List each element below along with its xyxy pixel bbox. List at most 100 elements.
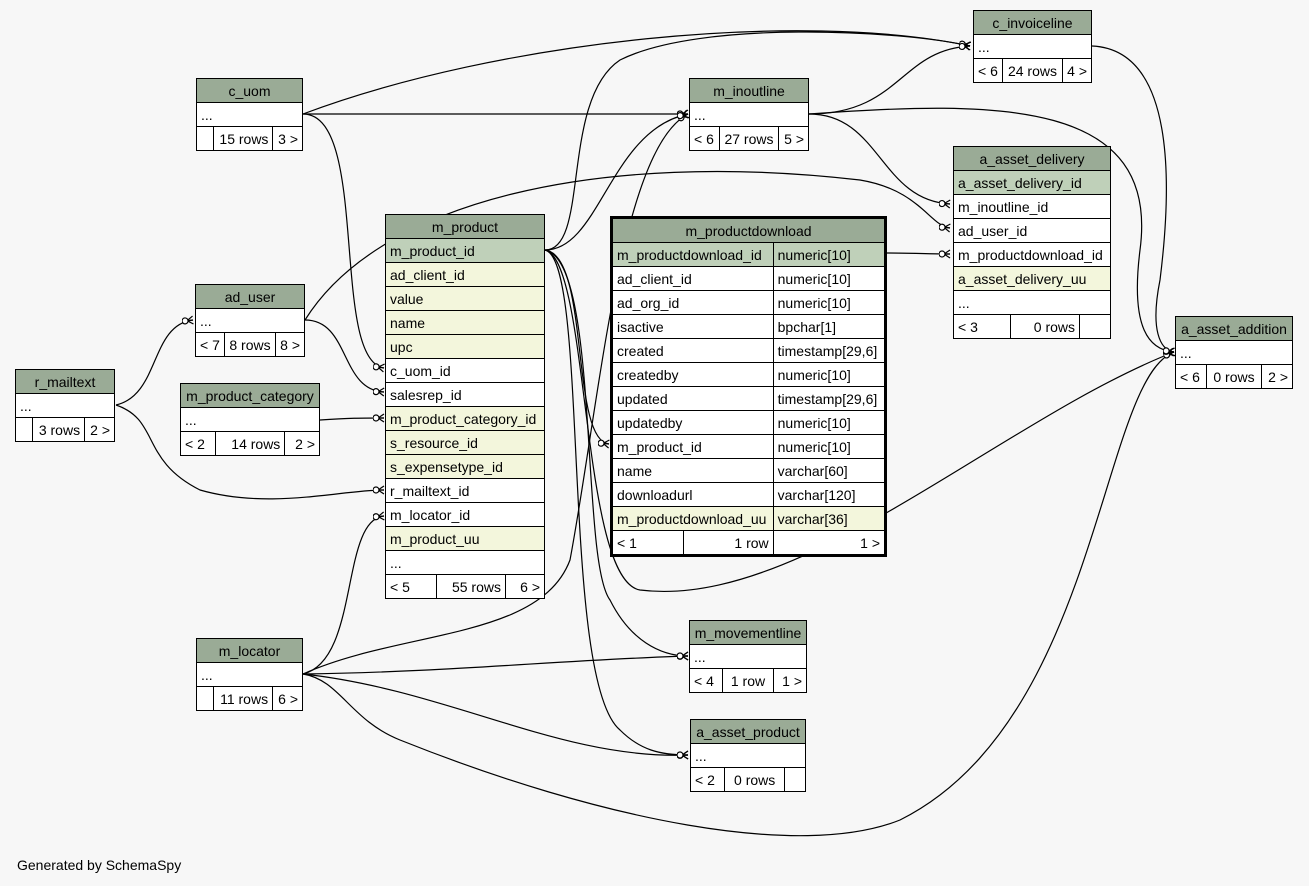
- children-count[interactable]: 1 >: [772, 530, 887, 556]
- table-title[interactable]: m_product: [385, 214, 545, 239]
- column-m_productdownload_id[interactable]: m_productdownload_id: [611, 242, 774, 267]
- table-title[interactable]: a_asset_product: [690, 719, 806, 744]
- column-m_productdownload_uu[interactable]: m_productdownload_uu: [611, 506, 774, 531]
- link-m_product-a_asset_addition: [544, 249, 1174, 593]
- column-type: varchar[120]: [772, 482, 887, 507]
- column-m_product_category_id[interactable]: m_product_category_id: [385, 406, 545, 431]
- column-ad_user_id[interactable]: ad_user_id: [953, 218, 1111, 243]
- children-count[interactable]: [1079, 314, 1111, 339]
- more-columns: ...: [689, 102, 809, 127]
- table-ad_user[interactable]: ad_user ... < 7 8 rows 8 >: [194, 284, 306, 357]
- column-m_productdownload_id[interactable]: m_productdownload_id: [953, 242, 1111, 267]
- column-ad_client_id[interactable]: ad_client_id: [611, 266, 774, 291]
- column-m_product_id[interactable]: m_product_id: [385, 238, 545, 263]
- table-a_asset_addition[interactable]: a_asset_addition ... < 6 0 rows 2 >: [1174, 316, 1294, 389]
- table-m_product_category[interactable]: m_product_category ... < 2 14 rows 2 >: [180, 383, 320, 456]
- table-title[interactable]: m_product_category: [180, 383, 320, 408]
- column-downloadurl[interactable]: downloadurl: [611, 482, 774, 507]
- parents-count[interactable]: [196, 126, 214, 151]
- column-salesrep_id[interactable]: salesrep_id: [385, 382, 545, 407]
- column-a_asset_delivery_uu[interactable]: a_asset_delivery_uu: [953, 266, 1111, 291]
- link-m_product-m_inoutline: [544, 114, 688, 251]
- table-title[interactable]: r_mailtext: [15, 369, 115, 394]
- link-m_product-c_invoiceline: [544, 31, 970, 251]
- children-count[interactable]: 2 >: [1260, 364, 1294, 389]
- table-title[interactable]: ad_user: [195, 284, 305, 309]
- children-count[interactable]: 1 >: [772, 668, 808, 693]
- column-updatedby[interactable]: updatedby: [611, 410, 774, 435]
- column-type: numeric[10]: [772, 242, 887, 267]
- parents-count[interactable]: < 2: [180, 431, 216, 456]
- row-count: 0 rows: [1010, 314, 1080, 339]
- children-count[interactable]: 2 >: [84, 417, 115, 442]
- children-count[interactable]: [784, 767, 806, 792]
- row-count: 1 row: [683, 530, 774, 556]
- column-upc[interactable]: upc: [385, 334, 545, 359]
- column-s_expensetype_id[interactable]: s_expensetype_id: [385, 454, 545, 479]
- table-c_invoiceline[interactable]: c_invoiceline ... < 6 24 rows 4 >: [972, 10, 1093, 83]
- table-r_mailtext[interactable]: r_mailtext ... 3 rows 2 >: [15, 369, 115, 442]
- column-m_product_uu[interactable]: m_product_uu: [385, 526, 545, 551]
- more-columns: ...: [1175, 340, 1293, 365]
- table-title[interactable]: c_invoiceline: [973, 10, 1092, 35]
- children-count[interactable]: 6 >: [272, 686, 303, 711]
- parents-count[interactable]: [15, 417, 33, 442]
- column-m_product_id[interactable]: m_product_id: [611, 434, 774, 459]
- children-count[interactable]: 5 >: [778, 126, 809, 151]
- table-a_asset_delivery[interactable]: a_asset_delivery a_asset_delivery_id m_i…: [953, 146, 1111, 339]
- link-m_product-a_asset_product: [544, 249, 688, 755]
- children-count[interactable]: 6 >: [505, 574, 545, 599]
- children-count[interactable]: 2 >: [284, 431, 320, 456]
- parents-count[interactable]: < 2: [689, 767, 726, 792]
- parents-count[interactable]: < 6: [1174, 364, 1208, 389]
- parents-count[interactable]: < 7: [194, 332, 226, 357]
- column-createdby[interactable]: createdby: [611, 362, 774, 387]
- parents-count[interactable]: < 3: [953, 314, 1011, 339]
- table-title[interactable]: c_uom: [196, 78, 303, 103]
- parents-count[interactable]: < 6: [689, 126, 720, 151]
- row-count: 11 rows: [212, 686, 274, 711]
- table-m_inoutline[interactable]: m_inoutline ... < 6 27 rows 5 >: [689, 78, 809, 151]
- parents-count[interactable]: < 5: [385, 574, 437, 599]
- table-a_asset_product[interactable]: a_asset_product ... < 2 0 rows: [689, 719, 806, 792]
- column-ad_org_id[interactable]: ad_org_id: [611, 290, 774, 315]
- row-count: 0 rows: [724, 767, 785, 792]
- column-ad_client_id[interactable]: ad_client_id: [385, 262, 545, 287]
- table-m_productdownload[interactable]: m_productdownload m_productdownload_id n…: [610, 216, 887, 557]
- link-c_uom-c_invoiceline: [302, 30, 970, 115]
- column-m_locator_id[interactable]: m_locator_id: [385, 502, 545, 527]
- column-r_mailtext_id[interactable]: r_mailtext_id: [385, 478, 545, 503]
- column-name[interactable]: name: [611, 458, 774, 483]
- link-m_locator-a_asset_addition: [302, 352, 1174, 837]
- column-a_asset_delivery_id[interactable]: a_asset_delivery_id: [953, 170, 1111, 195]
- column-isactive[interactable]: isactive: [611, 314, 774, 339]
- children-count[interactable]: 4 >: [1061, 58, 1093, 83]
- table-title[interactable]: m_inoutline: [689, 78, 809, 103]
- table-title[interactable]: a_asset_delivery: [953, 146, 1111, 171]
- more-columns: ...: [973, 34, 1092, 59]
- column-value[interactable]: value: [385, 286, 545, 311]
- table-c_uom[interactable]: c_uom ... 15 rows 3 >: [196, 78, 303, 151]
- column-m_inoutline_id[interactable]: m_inoutline_id: [953, 194, 1111, 219]
- parents-count[interactable]: [196, 686, 214, 711]
- more-columns: ...: [953, 290, 1111, 315]
- table-title[interactable]: m_locator: [196, 638, 303, 663]
- row-count: 3 rows: [31, 417, 86, 442]
- column-updated[interactable]: updated: [611, 386, 774, 411]
- table-m_locator[interactable]: m_locator ... 11 rows 6 >: [196, 638, 303, 711]
- children-count[interactable]: 3 >: [272, 126, 303, 151]
- column-name[interactable]: name: [385, 310, 545, 335]
- children-count[interactable]: 8 >: [274, 332, 306, 357]
- table-title[interactable]: m_movementline: [689, 620, 807, 645]
- table-title[interactable]: m_productdownload: [611, 217, 886, 243]
- column-created[interactable]: created: [611, 338, 774, 363]
- table-m_product[interactable]: m_product m_product_id ad_client_id valu…: [385, 214, 545, 599]
- parents-count[interactable]: < 6: [972, 58, 1004, 83]
- column-c_uom_id[interactable]: c_uom_id: [385, 358, 545, 383]
- parents-count[interactable]: < 1: [611, 530, 684, 556]
- table-title[interactable]: a_asset_addition: [1175, 316, 1293, 341]
- table-m_movementline[interactable]: m_movementline ... < 4 1 row 1 >: [688, 620, 808, 693]
- parents-count[interactable]: < 4: [688, 668, 724, 693]
- link-c_uom-m_product: [302, 113, 384, 368]
- column-s_resource_id[interactable]: s_resource_id: [385, 430, 545, 455]
